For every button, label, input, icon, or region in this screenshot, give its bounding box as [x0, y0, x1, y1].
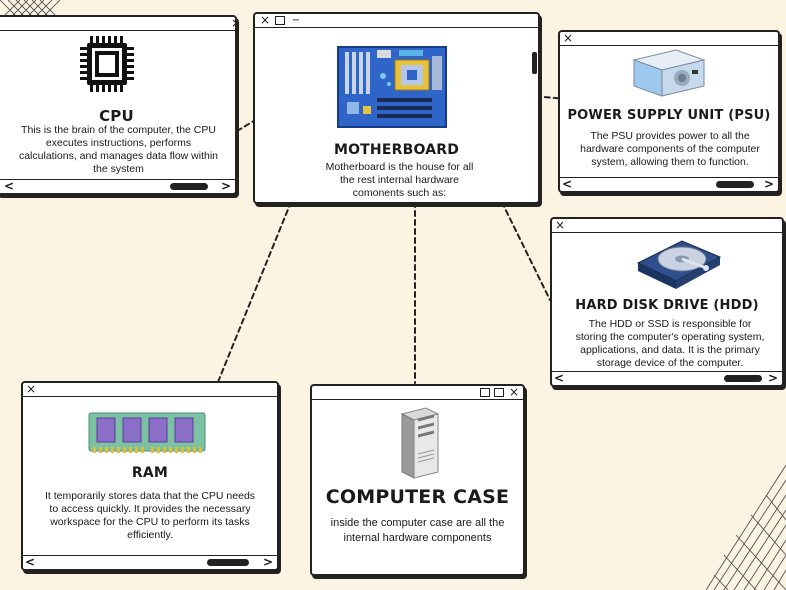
hdd-card-titlebar: × — [552, 219, 782, 233]
hard-disk-icon — [636, 240, 722, 289]
ram-module-icon — [88, 412, 206, 453]
cpu-card-scrollbar[interactable]: < > — [0, 179, 235, 193]
ram-card-titlebar: × — [23, 383, 277, 397]
close-icon[interactable]: × — [554, 218, 566, 232]
arrow-right-icon[interactable]: > — [763, 177, 774, 191]
ram-title: RAM — [131, 465, 169, 481]
power-supply-icon — [632, 49, 706, 97]
close-icon[interactable]: × — [508, 385, 520, 399]
crosshatch-decoration-bottom-right — [706, 464, 786, 590]
arrow-left-icon[interactable]: < — [562, 177, 573, 191]
motherboard-title: MOTHERBOARD — [333, 142, 460, 158]
ram-card-scrollbar[interactable]: < > — [23, 555, 277, 569]
computer-case-card-titlebar: × — [312, 386, 523, 400]
psu-card-scrollbar[interactable]: < > — [560, 177, 778, 191]
close-icon[interactable]: × — [230, 17, 235, 29]
minimize-icon[interactable] — [480, 388, 490, 397]
close-icon[interactable]: × — [562, 31, 574, 45]
connector-motherboard-ram — [217, 201, 292, 383]
arrow-right-icon[interactable]: > — [767, 371, 778, 385]
hdd-description: The HDD or SSD is responsible for storin… — [575, 318, 765, 369]
maximize-icon[interactable] — [275, 16, 285, 25]
scroll-thumb[interactable] — [207, 559, 249, 566]
computer-case-title: COMPUTER CASE — [325, 486, 510, 508]
close-icon[interactable]: × — [259, 13, 271, 27]
hdd-title: HARD DISK DRIVE (HDD) — [575, 298, 759, 313]
scroll-thumb[interactable] — [716, 181, 754, 188]
cpu-card: × CPU This is the brain of the computer,… — [0, 15, 237, 195]
cpu-description: This is the brain of the computer, the C… — [18, 124, 219, 175]
arrow-left-icon[interactable]: < — [25, 555, 36, 569]
maximize-icon[interactable] — [494, 388, 504, 397]
cpu-title: CPU — [99, 107, 134, 125]
cpu-card-titlebar: × — [0, 17, 235, 31]
motherboard-scrollbar-thumb[interactable] — [532, 52, 537, 74]
hdd-card: × HARD DISK DRIVE (HDD) The HDD or SSD i… — [550, 217, 784, 387]
psu-title: POWER SUPPLY UNIT (PSU) — [567, 108, 771, 123]
motherboard-card: × − MOTHERBOARD Motherboard is the house… — [253, 12, 540, 204]
computer-case-description: inside the computer case are all the int… — [330, 517, 505, 544]
computer-tower-icon — [400, 407, 440, 479]
ram-card: × RAM It temporarily stores data that th… — [21, 381, 279, 571]
psu-card-titlebar: × — [560, 32, 778, 46]
arrow-left-icon[interactable]: < — [4, 179, 15, 193]
motherboard-description: Motherboard is the house for all the res… — [325, 161, 474, 202]
motherboard-icon — [337, 46, 447, 128]
cpu-chip-icon — [80, 36, 134, 92]
hdd-card-scrollbar[interactable]: < > — [552, 371, 782, 385]
psu-description: The PSU provides power to all the hardwa… — [580, 130, 760, 168]
ram-description: It temporarily stores data that the CPU … — [44, 490, 256, 541]
motherboard-card-titlebar: × − — [255, 14, 538, 28]
arrow-right-icon[interactable]: > — [220, 179, 231, 193]
close-icon[interactable]: × — [25, 382, 37, 396]
minimize-icon[interactable]: − — [291, 15, 301, 26]
psu-card: × POWER SUPPLY UNIT (PSU) The PSU provid… — [558, 30, 780, 193]
scroll-thumb[interactable] — [724, 375, 762, 382]
computer-case-card: × COMPUTER CASE inside the computer case… — [310, 384, 525, 576]
scroll-thumb[interactable] — [170, 183, 208, 190]
arrow-left-icon[interactable]: < — [554, 371, 565, 385]
arrow-right-icon[interactable]: > — [262, 555, 273, 569]
